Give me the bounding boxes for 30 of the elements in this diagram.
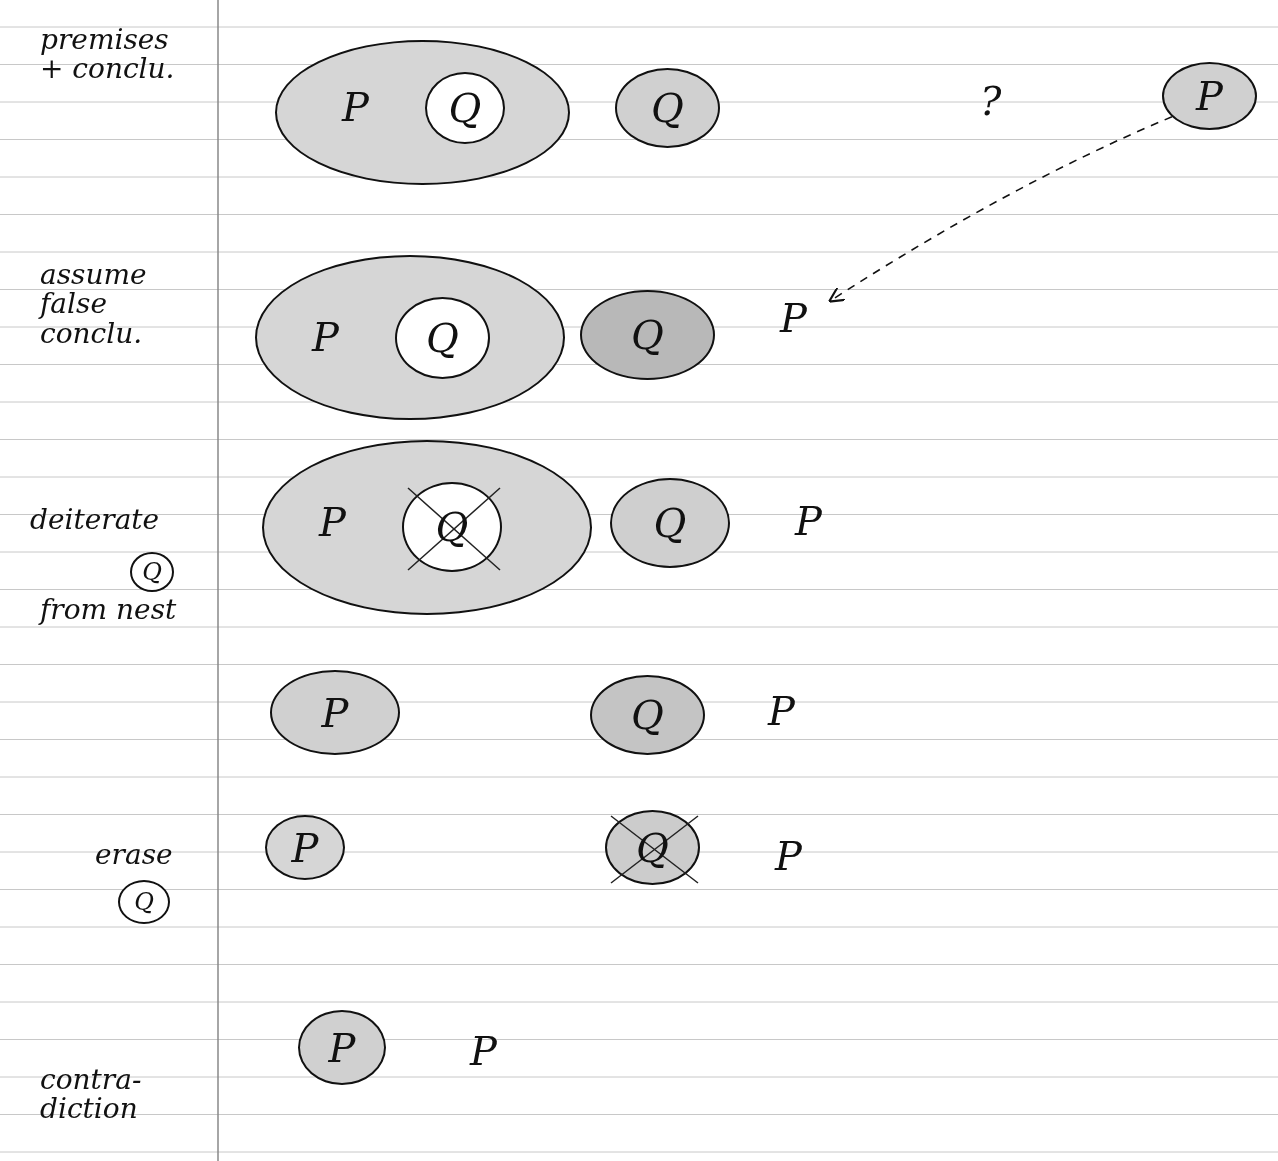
- step-label: premises + conclu.: [40, 25, 176, 84]
- letter-label: ?: [980, 80, 1003, 122]
- letter-label: P: [775, 835, 803, 877]
- arrow: [828, 116, 1173, 303]
- letter-label: Q: [134, 890, 154, 914]
- letter-label: P: [321, 692, 349, 733]
- step-label: contra- diction: [40, 1065, 143, 1124]
- letter-label: Q: [653, 503, 687, 543]
- letter-label: P: [795, 500, 823, 542]
- letter-label: P: [319, 502, 346, 542]
- step-label: assume false conclu.: [40, 260, 148, 349]
- letter-label: Q: [651, 88, 684, 128]
- letter-label: P: [470, 1030, 498, 1072]
- letter-label: P: [768, 690, 796, 732]
- letter-label: P: [342, 87, 369, 127]
- letter-label: Q: [448, 88, 482, 128]
- letter-label: Q: [631, 695, 664, 735]
- letter-label: Q: [631, 315, 664, 355]
- step-label: from nest: [40, 595, 178, 625]
- letter-label: P: [780, 298, 820, 348]
- letter-label: Q: [426, 318, 459, 358]
- letter-label: P: [328, 1027, 356, 1068]
- letter-label: Q: [142, 560, 162, 584]
- letter-label: P: [291, 827, 319, 868]
- step-label: deiterate: [30, 505, 161, 535]
- letter-label: P: [1196, 76, 1223, 116]
- step-label: erase: [95, 840, 174, 870]
- letter-label: P: [312, 317, 339, 357]
- cut-circle: [130, 552, 174, 592]
- cut-circle: [118, 880, 170, 924]
